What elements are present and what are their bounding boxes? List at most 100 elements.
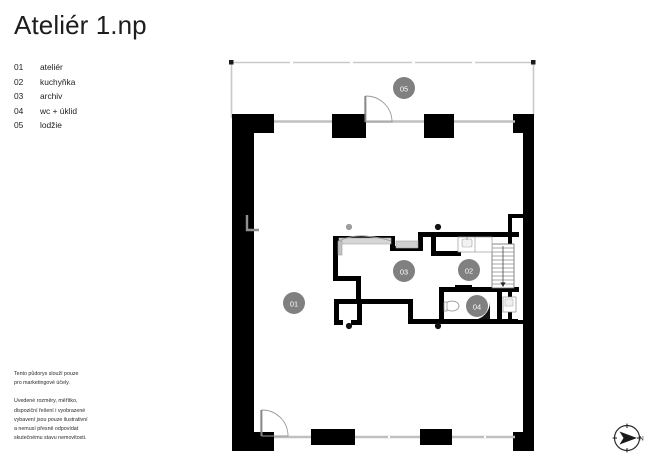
partition-wc-top <box>439 287 519 292</box>
partition-uklid-divider <box>497 287 502 323</box>
structural-columns <box>345 223 442 330</box>
room-marker-circle <box>283 292 305 314</box>
closet-opening <box>343 312 351 325</box>
door-swing-wc <box>472 302 490 320</box>
compass-rose-icon: N <box>612 423 644 453</box>
staircase <box>491 243 515 289</box>
compass-north-label: N <box>639 436 643 443</box>
balcony-corner-nib <box>229 60 234 65</box>
partition-closet-right <box>357 299 362 325</box>
room-label: ateliér <box>40 62 63 72</box>
column-dot <box>345 223 353 231</box>
utility-basin <box>504 298 514 307</box>
wall-pier-bottom-mid-2 <box>420 429 452 445</box>
room-marker-label: 02 <box>465 267 473 276</box>
railing-tick <box>472 61 475 64</box>
door-swing-balcony <box>365 95 393 123</box>
list-item: 02 kuchyňka <box>14 77 77 92</box>
partition-archiv-bottom-jog <box>408 299 413 323</box>
disclaimer-line: dispoziční řešení i vyobrazené <box>14 407 86 414</box>
list-item: 04 wc + úklid <box>14 106 77 121</box>
doors <box>260 95 393 437</box>
fixtures <box>337 235 517 313</box>
window-mullion <box>388 436 390 438</box>
wall-right-exterior <box>523 114 534 451</box>
wall-left-exterior <box>232 114 254 451</box>
partition-closet-top <box>334 299 362 304</box>
room-number: 05 <box>14 120 24 131</box>
room-number: 04 <box>14 105 24 116</box>
wall-pier-bottom-left <box>232 432 274 451</box>
room-marker-04[interactable]: 04 <box>466 295 488 317</box>
room-markers: 01 02 03 04 05 <box>283 77 488 317</box>
room-marker-03[interactable]: 03 <box>393 260 415 282</box>
door-swing-entry <box>261 409 289 437</box>
room-number: 03 <box>14 91 24 102</box>
partition-archiv-step-v <box>356 276 361 303</box>
room-marker-circle <box>466 295 488 317</box>
partition-core-top-right <box>418 232 462 237</box>
partition-core-jog-2 <box>418 232 423 251</box>
disclaimer-line: vybavení jsou pouze ilustrativní <box>14 416 88 423</box>
room-label: lodžie <box>40 120 62 131</box>
page-title: Ateliér 1.np <box>14 10 147 40</box>
shaft-wall-bottom <box>508 320 526 324</box>
room-marker-circle <box>393 77 415 99</box>
room-marker-05[interactable]: 05 <box>393 77 415 99</box>
balcony-lodzie <box>229 60 536 118</box>
room-number: 01 <box>14 62 24 72</box>
room-marker-circle <box>393 260 415 282</box>
balcony-corner-nib <box>531 60 536 65</box>
room-marker-label: 01 <box>290 300 298 309</box>
wall-pier-bottom-right <box>513 432 534 451</box>
wc-door-head <box>455 285 472 288</box>
toilet-cistern <box>443 301 448 312</box>
disclaimer-line: skutečnému stavu nemovitosti. <box>14 435 87 442</box>
room-marker-label: 03 <box>400 268 408 277</box>
room-marker-circle <box>458 259 480 281</box>
railing-tick <box>290 61 293 64</box>
list-item: 01 ateliér <box>14 62 77 77</box>
disclaimer-line: Uvedené rozměry, měřítko, <box>14 398 78 405</box>
kitchen-sink <box>461 238 473 248</box>
room-label: wc + úklid <box>40 105 78 116</box>
railing-tick <box>412 61 415 64</box>
column-dot <box>345 322 353 330</box>
room-marker-label: 04 <box>473 303 481 312</box>
column-dot <box>434 223 442 231</box>
wall-pier-top-mid-2 <box>424 114 454 138</box>
compass-needle <box>619 431 637 445</box>
cabinet-side <box>337 240 343 256</box>
disclaimer-line: pro marketingové účely. <box>14 380 70 387</box>
counter-small <box>395 240 419 249</box>
wall-pier-top-mid-1 <box>332 114 366 138</box>
partition-core-jog-1 <box>390 236 395 250</box>
partition-wc-left <box>439 287 444 323</box>
disclaimer-text: Tento půdorys slouží pouze pro marketing… <box>14 370 139 443</box>
partition-core-top-mid <box>390 246 422 251</box>
disclaimer-line: Tento půdorys slouží pouze <box>14 371 79 377</box>
room-marker-01[interactable]: 01 <box>283 292 305 314</box>
wall-pier-bottom-mid-1 <box>311 429 355 445</box>
stair-direction-arrow <box>500 282 506 287</box>
partition-kitchen-top <box>457 232 519 237</box>
room-marker-02[interactable]: 02 <box>458 259 480 281</box>
partition-closet-left <box>334 299 339 325</box>
disclaimer-line: a nemusí přesně odpovídat <box>14 426 79 433</box>
partition-kitchen-divider <box>431 232 436 256</box>
desk-curve <box>338 235 392 242</box>
partition-core-bottom <box>408 319 518 324</box>
room-label: kuchyňka <box>40 76 76 87</box>
room-label: archiv <box>40 91 63 102</box>
list-item: 03 archiv <box>14 91 77 106</box>
room-legend: 01 ateliér 02 kuchyňka 03 archiv 04 wc +… <box>14 62 77 135</box>
partition-archiv-left <box>333 255 338 281</box>
exterior-walls <box>232 114 534 451</box>
partition-archiv-step-h <box>333 276 361 281</box>
list-item: 05 lodžie <box>14 120 77 135</box>
shaft-cap <box>513 214 525 218</box>
window-mullion <box>484 436 486 438</box>
room-number: 02 <box>14 76 24 87</box>
partition-core-left-upper <box>333 236 338 260</box>
